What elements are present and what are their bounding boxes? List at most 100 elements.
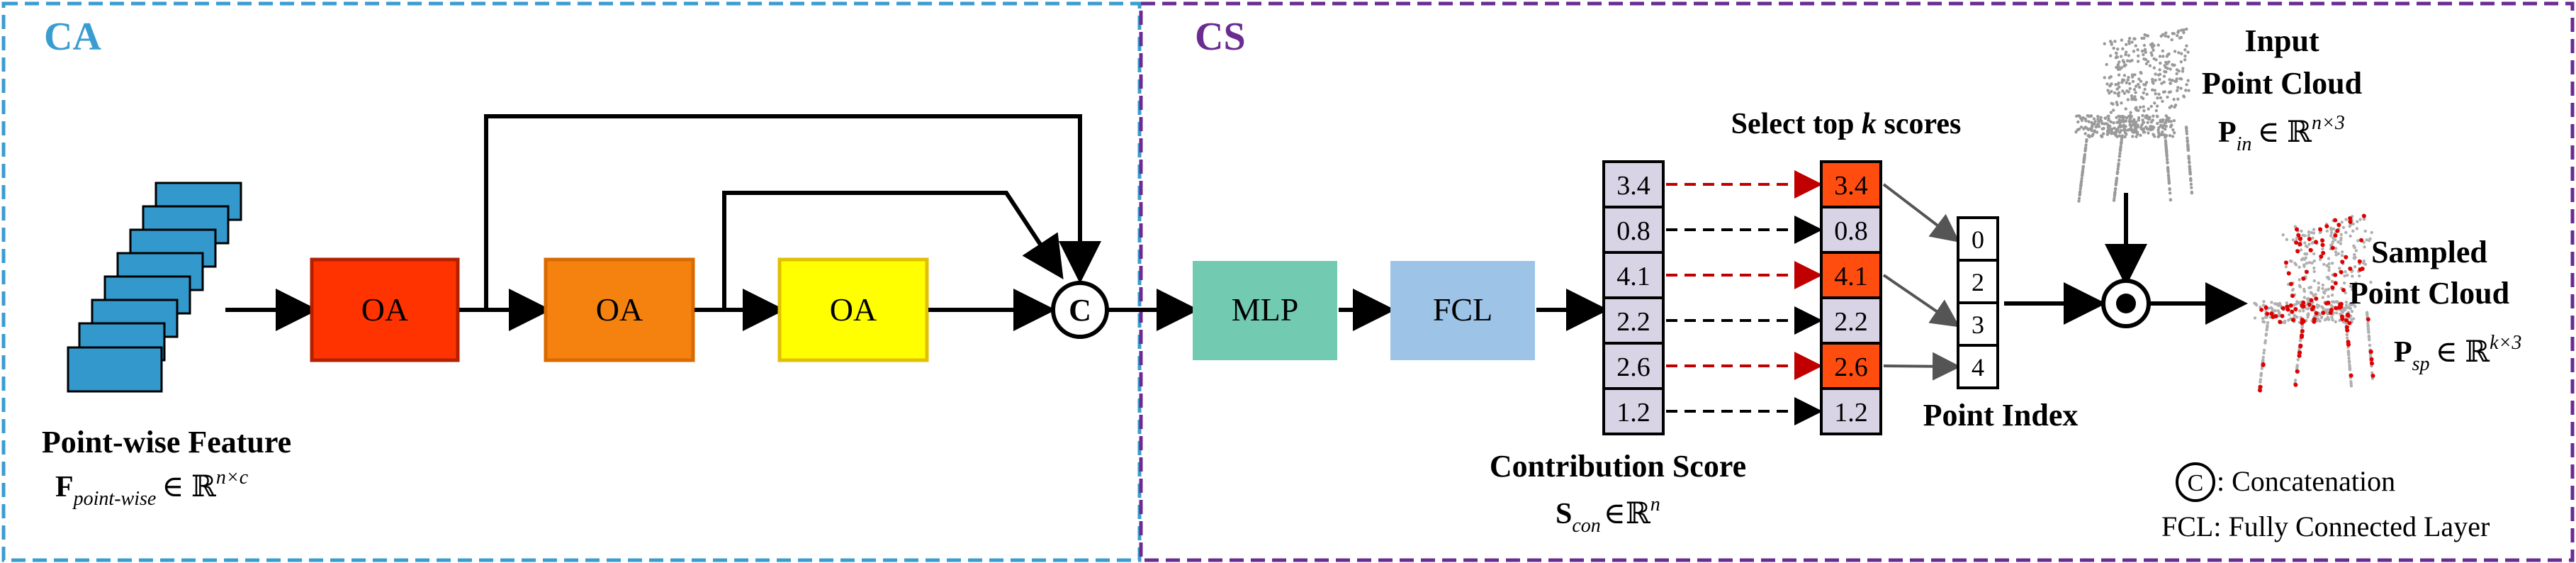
cloud-point — [2143, 48, 2147, 52]
cloud-point — [2339, 242, 2343, 245]
cloud-point — [2151, 125, 2154, 128]
cloud-point — [2152, 82, 2155, 85]
cloud-point — [2262, 351, 2266, 355]
cloud-point — [2137, 108, 2140, 113]
cloud-point — [2090, 127, 2093, 131]
cloud-point — [2263, 316, 2268, 319]
cloud-point — [2134, 84, 2138, 88]
cloud-point — [2311, 240, 2315, 245]
cloud-point — [2127, 82, 2132, 86]
sampled-point — [2271, 314, 2276, 319]
cloud-point — [2317, 317, 2320, 321]
oa-block-3-label: OA — [830, 291, 877, 328]
cloud-point — [2285, 238, 2289, 242]
cloud-point — [2302, 264, 2306, 269]
cloud-point — [2183, 58, 2187, 62]
cloud-point — [2077, 114, 2081, 118]
selected-score-value: 1.2 — [1834, 398, 1868, 428]
cloud-point — [2295, 367, 2299, 370]
cloud-point — [2168, 191, 2172, 195]
index-connector — [1882, 274, 1960, 328]
cloud-point — [2117, 134, 2121, 138]
cloud-point — [2139, 79, 2143, 83]
cloud-point — [2087, 133, 2091, 138]
unselected-score-cell — [1820, 387, 1882, 435]
cloud-point — [2346, 351, 2351, 355]
cloud-point — [2164, 143, 2168, 146]
cloud-point — [2344, 306, 2347, 310]
cloud-point — [2117, 162, 2120, 166]
cloud-point — [2154, 92, 2157, 96]
score-cell — [1602, 387, 1665, 435]
point-wise-feature-stack — [67, 182, 242, 393]
cloud-point — [2341, 250, 2344, 254]
cloud-point — [2169, 198, 2173, 201]
score-value: 2.2 — [1616, 307, 1650, 337]
sampled-point — [2301, 300, 2306, 305]
cloud-point — [2084, 143, 2088, 147]
cloud-point — [2358, 218, 2362, 221]
cloud-point — [2297, 278, 2301, 282]
cloud-point — [2122, 74, 2127, 77]
cloud-point — [2186, 79, 2190, 82]
cloud-point — [2347, 306, 2351, 309]
cloud-point — [2106, 115, 2110, 118]
cloud-point — [2151, 45, 2154, 50]
sampled-point — [2369, 357, 2374, 362]
sampled-point — [2265, 311, 2270, 316]
cloud-point — [2254, 302, 2258, 306]
score-cell — [1602, 342, 1665, 390]
sampled-point — [2370, 361, 2375, 366]
cloud-point — [2148, 64, 2152, 67]
cloud-point — [2188, 161, 2191, 165]
cloud-point — [2083, 155, 2086, 158]
cloud-point — [2130, 94, 2134, 98]
cloud-point — [2115, 101, 2119, 104]
cloud-point — [2156, 130, 2161, 134]
cs-panel-label: CS — [1195, 15, 1246, 59]
cloud-point — [2367, 239, 2371, 243]
score-value: 2.6 — [1616, 352, 1650, 382]
cloud-point — [2164, 121, 2167, 125]
cloud-point — [2176, 97, 2180, 101]
cloud-point — [2130, 128, 2135, 132]
sampled-point — [2346, 312, 2351, 317]
sampled-cloud-formula: Psp∈ ℝk×3 — [2394, 332, 2521, 375]
cloud-point — [2116, 82, 2120, 86]
sampled-point — [2304, 269, 2309, 274]
cloud-point — [2082, 157, 2086, 161]
cloud-point — [2096, 115, 2100, 118]
unselected-score-cell — [1820, 206, 1882, 254]
cloud-point — [2165, 157, 2169, 162]
cloud-point — [2322, 291, 2327, 295]
sampled-point — [2366, 317, 2370, 322]
sampled-point — [2344, 325, 2349, 330]
cloud-point — [2127, 75, 2130, 79]
cloud-point — [2166, 118, 2171, 123]
cloud-point — [2162, 80, 2166, 84]
cloud-point — [2103, 116, 2108, 121]
cloud-point — [2339, 238, 2343, 242]
sampled-point — [2258, 384, 2263, 389]
cloud-point — [2166, 35, 2170, 39]
cloud-point — [2185, 83, 2188, 87]
oa-block-1 — [310, 257, 460, 362]
cloud-point — [2312, 252, 2316, 256]
concat-node-label: C — [1069, 293, 1091, 328]
selected-score-column: 3.40.84.12.22.61.2 — [1820, 160, 1882, 435]
cloud-point — [2123, 135, 2127, 139]
cloud-point — [2161, 55, 2165, 58]
cloud-point — [2127, 42, 2131, 45]
cloud-point — [2307, 230, 2311, 235]
cloud-point — [2295, 301, 2300, 305]
cloud-point — [2186, 144, 2190, 148]
point-index-value: 4 — [1972, 353, 1984, 381]
cloud-point — [2327, 265, 2331, 269]
cloud-point — [2147, 107, 2150, 111]
cloud-point — [2348, 223, 2352, 228]
cloud-point — [2183, 48, 2187, 52]
cloud-point — [2172, 32, 2176, 35]
cloud-point — [2269, 306, 2273, 310]
cloud-point — [2321, 283, 2325, 287]
cloud-point — [2361, 288, 2366, 291]
